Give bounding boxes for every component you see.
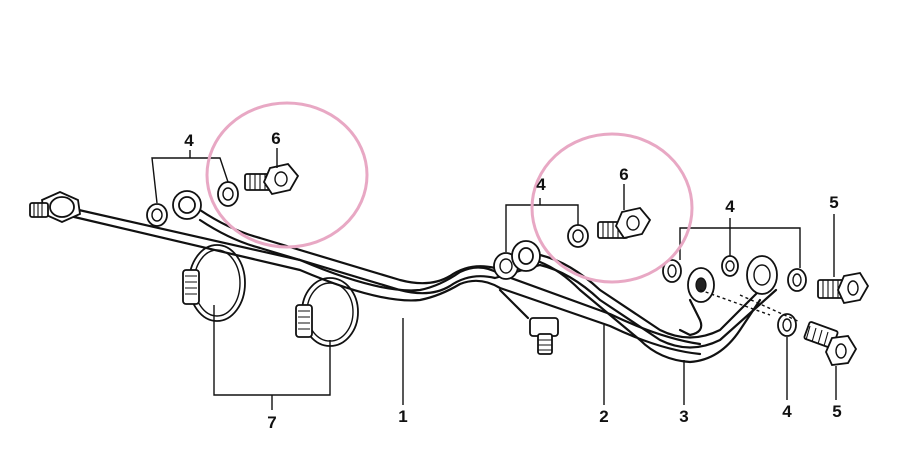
bolt-mid: [597, 207, 652, 240]
bleed-screw: [529, 317, 559, 355]
label-washer-left: 4: [184, 131, 194, 150]
washer-mid-group: [493, 224, 589, 280]
label-pipe-2: 2: [599, 407, 608, 426]
leader-lines: [151, 148, 837, 410]
label-washer-mid: 4: [536, 175, 546, 194]
label-clamp: 7: [267, 413, 276, 432]
banjo-bolt-top: [817, 272, 870, 305]
highlight-circle-left: [205, 101, 369, 249]
label-bolt-left: 6: [271, 129, 280, 148]
banjo-bolt-bottom: [803, 321, 858, 366]
washer-left-group: [146, 181, 239, 227]
bolt-left: [244, 163, 300, 196]
label-pipe-3: 3: [679, 407, 688, 426]
pipe-2: [198, 208, 778, 349]
banjo-fittings: [687, 255, 801, 323]
label-pipe-1: 1: [398, 407, 407, 426]
pipe-3: [498, 260, 762, 364]
highlight-circle-mid: [530, 132, 694, 284]
label-banjo-bolt-bottom: 5: [832, 402, 841, 421]
label-washer-right: 4: [725, 197, 735, 216]
clamp-left: [182, 244, 246, 322]
washer-right-group: [662, 255, 807, 337]
left-pipe-nut: [29, 191, 81, 223]
label-bolt-mid: 6: [619, 165, 628, 184]
label-washer-bottom: 4: [782, 402, 792, 421]
label-banjo-bolt-top: 5: [829, 193, 838, 212]
